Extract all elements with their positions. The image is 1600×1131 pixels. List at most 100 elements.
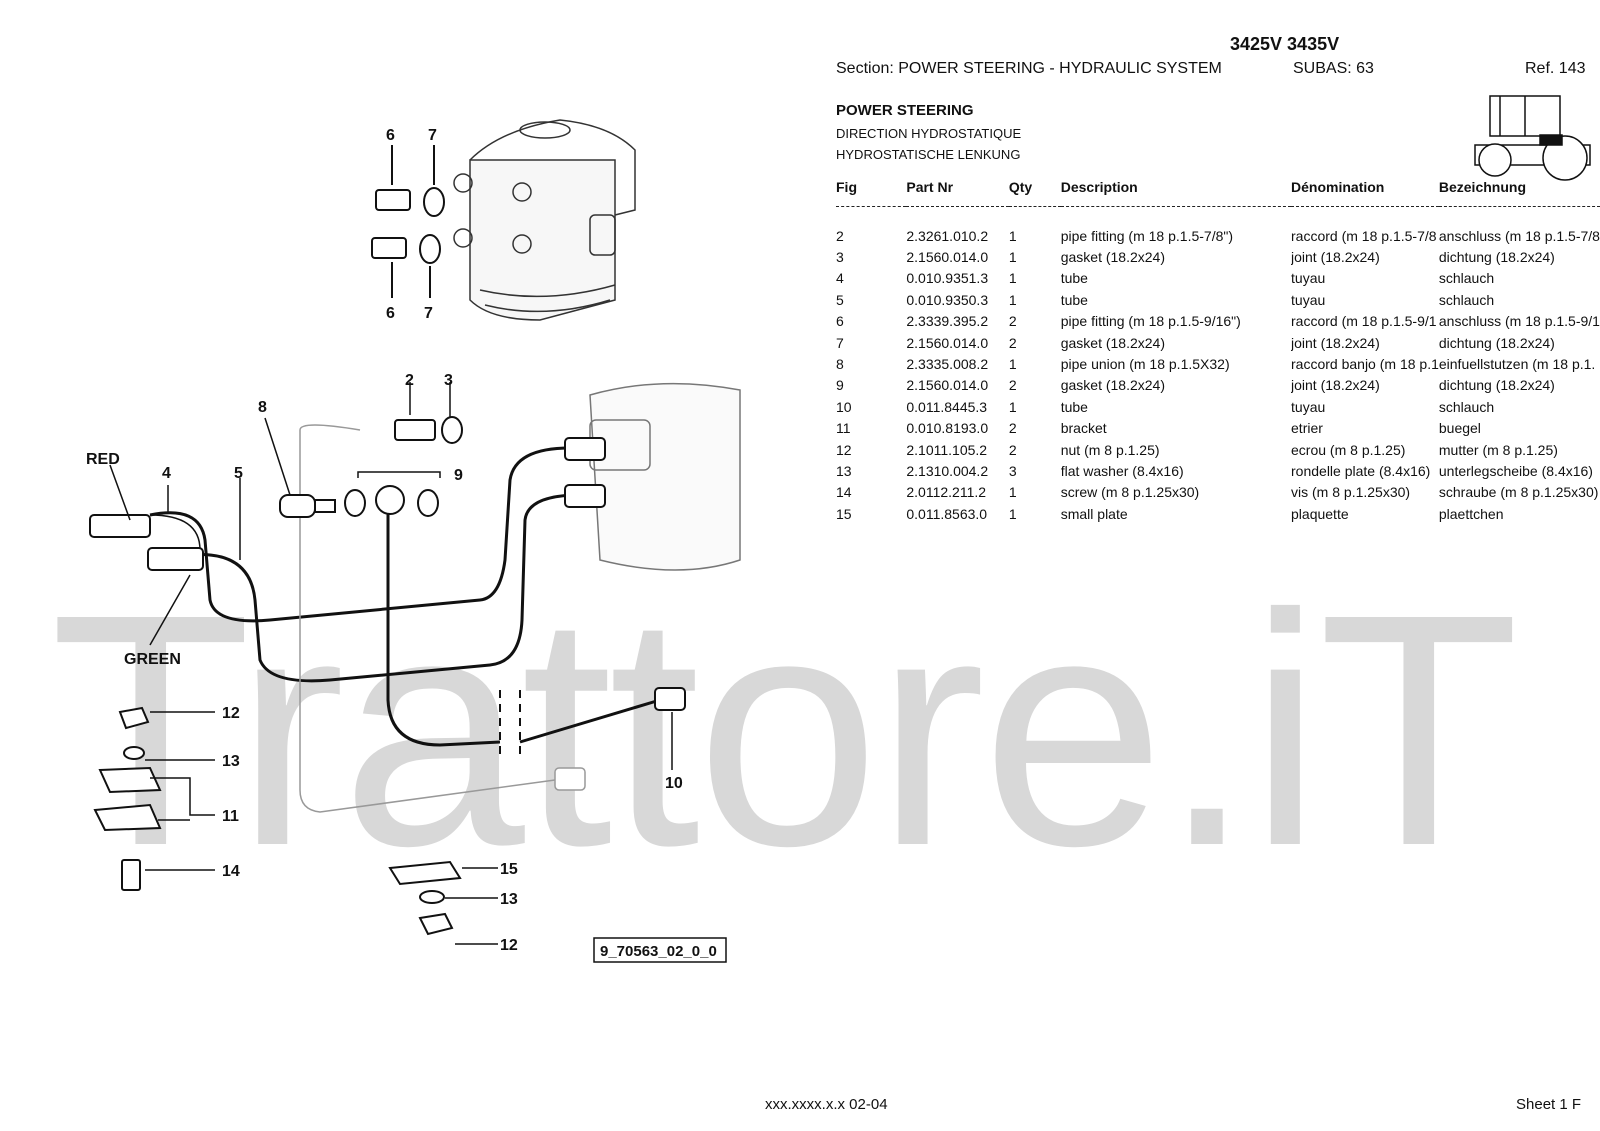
bezeichnung-cell: schlauch xyxy=(1438,291,1495,308)
description-cell: screw (m 8 p.1.25x30) xyxy=(1060,484,1200,501)
callout-7: 7 xyxy=(428,127,437,144)
col-fig: Fig xyxy=(836,179,857,195)
assembly-title-german: HYDROSTATISCHE LENKUNG xyxy=(836,147,1021,162)
description-cell: nut (m 8 p.1.25) xyxy=(1060,441,1160,458)
fig-cell: 2 xyxy=(836,227,844,244)
denomination-cell: joint (18.2x24) xyxy=(1291,334,1380,351)
fig-cell: 11 xyxy=(836,420,851,437)
table-spacer xyxy=(836,207,1600,226)
qty-cell: 2 xyxy=(1008,377,1017,394)
callout-14: 14 xyxy=(222,863,240,880)
description-cell: gasket (18.2x24) xyxy=(1060,249,1166,266)
qty-cell: 1 xyxy=(1008,270,1017,287)
col-qty: Qty xyxy=(1008,179,1033,195)
fig-cell: 6 xyxy=(836,313,844,330)
description-cell: tube xyxy=(1060,398,1088,415)
bezeichnung-cell: dichtung (18.2x24) xyxy=(1438,377,1555,394)
banjo-union-8-9 xyxy=(279,416,463,518)
description-cell: tube xyxy=(1060,270,1088,287)
fig-cell: 5 xyxy=(836,291,844,308)
tractor-icon xyxy=(1474,95,1591,181)
part-nr-cell: 0.011.8445.3 xyxy=(906,398,988,415)
section-title: Section: POWER STEERING - HYDRAULIC SYST… xyxy=(836,60,1222,77)
callout-13: 13 xyxy=(500,891,518,908)
callout-red: RED xyxy=(86,451,120,468)
denomination-cell: joint (18.2x24) xyxy=(1291,249,1380,266)
part-nr-cell: 2.1011.105.2 xyxy=(906,441,988,458)
callout-13: 13 xyxy=(222,753,240,770)
callout-11: 11 xyxy=(222,808,239,825)
denomination-cell: tuyau xyxy=(1291,398,1326,415)
bezeichnung-cell: unterlegscheibe (8.4x16) xyxy=(1438,462,1593,479)
drawing-id: 9_70563_02_0_0 xyxy=(600,943,717,960)
model-numbers: 3425V 3435V xyxy=(1230,34,1340,54)
qty-cell: 3 xyxy=(1008,462,1017,479)
qty-cell: 1 xyxy=(1008,249,1017,266)
part-nr-cell: 0.011.8563.0 xyxy=(906,505,988,522)
bezeichnung-cell: buegel xyxy=(1438,420,1481,437)
bezeichnung-cell: dichtung (18.2x24) xyxy=(1438,249,1555,266)
sheet-number: Sheet 1 F xyxy=(1516,1096,1582,1113)
fig-cell: 14 xyxy=(836,484,852,501)
qty-cell: 2 xyxy=(1008,441,1017,458)
denomination-cell: plaquette xyxy=(1291,505,1349,522)
bezeichnung-cell: plaettchen xyxy=(1438,505,1504,522)
fig-cell: 15 xyxy=(836,505,852,522)
fig-cell: 10 xyxy=(836,398,852,415)
denomination-cell: raccord banjo (m 18 p.1 xyxy=(1291,356,1439,373)
denomination-cell: ecrou (m 8 p.1.25) xyxy=(1291,441,1406,458)
denomination-cell: rondelle plate (8.4x16) xyxy=(1291,462,1431,479)
part-nr-cell: 2.0112.211.2 xyxy=(906,484,987,501)
qty-cell: 1 xyxy=(1008,291,1017,308)
drawing-id-box: 9_70563_02_0_0 xyxy=(593,937,727,963)
description-cell: tube xyxy=(1060,291,1088,308)
table-row: 12 2.1011.105.2 2 nut (m 8 p.1.25) ecrou (m … xyxy=(836,439,1600,460)
watermark: Trattore.iT xyxy=(50,545,1520,914)
description-cell: small plate xyxy=(1060,505,1128,522)
bezeichnung-cell: mutter (m 8 p.1.25) xyxy=(1438,441,1558,458)
denomination-cell: vis (m 8 p.1.25x30) xyxy=(1291,484,1411,501)
description-cell: flat washer (8.4x16) xyxy=(1060,462,1184,479)
qty-cell: 1 xyxy=(1008,484,1017,501)
subas-code: SUBAS: 63 xyxy=(1293,60,1374,77)
callout-4: 4 xyxy=(162,465,171,482)
part-nr-cell: 2.3339.395.2 xyxy=(906,313,989,330)
fig-cell: 3 xyxy=(836,249,844,266)
assembly-title-french: DIRECTION HYDROSTATIQUE xyxy=(836,126,1022,141)
reference-number: Ref. 143 xyxy=(1525,60,1586,77)
qty-cell: 1 xyxy=(1008,227,1017,244)
brackets-and-fasteners xyxy=(93,706,462,936)
description-cell: gasket (18.2x24) xyxy=(1060,377,1166,394)
denomination-cell: joint (18.2x24) xyxy=(1291,377,1380,394)
bezeichnung-cell: schraube (m 8 p.1.25x30) xyxy=(1438,484,1599,501)
table-row: 14 2.0112.211.2 1 screw (m 8 p.1.25x30) vis … xyxy=(836,482,1600,503)
table-row: 10 0.011.8445.3 1 tube tuyau schlauch xyxy=(836,396,1600,417)
bezeichnung-cell: schlauch xyxy=(1438,398,1495,415)
bezeichnung-cell: dichtung (18.2x24) xyxy=(1438,334,1555,351)
qty-cell: 1 xyxy=(1008,398,1017,415)
col-denomination: Dénomination xyxy=(1291,179,1385,195)
callout-12: 12 xyxy=(500,937,518,954)
denomination-cell: tuyau xyxy=(1291,270,1326,287)
fig-cell: 12 xyxy=(836,441,852,458)
description-cell: pipe fitting (m 18 p.1.5-7/8") xyxy=(1060,227,1233,244)
callout-15: 15 xyxy=(500,861,518,878)
denomination-cell: raccord (m 18 p.1.5-9/1 xyxy=(1291,313,1437,330)
denomination-cell: tuyau xyxy=(1291,291,1326,308)
fittings-6-7 xyxy=(371,145,445,298)
callout-green: GREEN xyxy=(124,651,181,668)
steering-unit-upper xyxy=(453,119,636,321)
callout-6: 6 xyxy=(386,305,395,322)
leader-lines xyxy=(109,382,673,945)
steering-unit-lower xyxy=(589,382,741,571)
part-nr-cell: 2.3335.008.2 xyxy=(906,356,989,373)
part-nr-cell: 0.010.8193.0 xyxy=(906,420,989,437)
bezeichnung-cell: schlauch xyxy=(1438,270,1495,287)
